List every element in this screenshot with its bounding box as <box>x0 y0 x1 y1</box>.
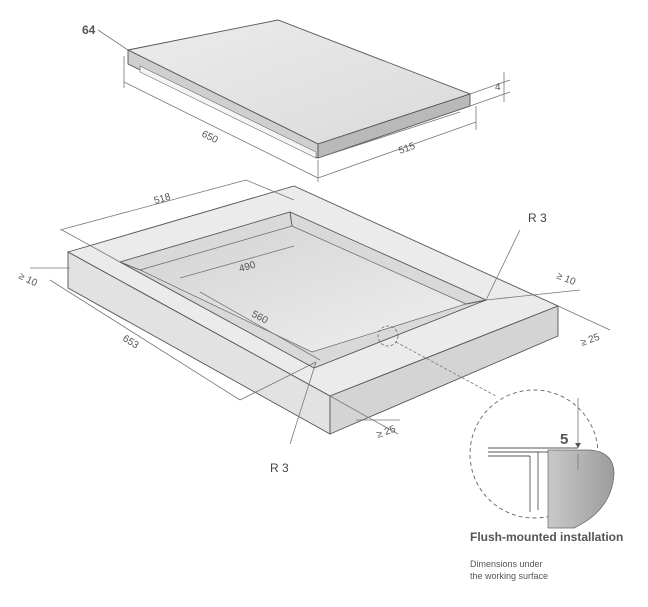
radius-label-top: R 3 <box>528 211 547 225</box>
detail-callout <box>377 325 615 529</box>
worktop-dimensions <box>30 179 611 445</box>
cooktop-dimensions <box>97 29 511 182</box>
dim-cutout-outer-width: 518 <box>153 192 172 207</box>
dim-clearance-front: ≥ 25 <box>375 424 397 441</box>
dim-cooktop-depth: 64 <box>82 23 96 37</box>
dim-flush-step: 5 <box>560 431 568 448</box>
dim-cutout-inner-width: 490 <box>238 260 257 275</box>
cooktop-panel <box>126 19 472 159</box>
worktop <box>66 185 560 435</box>
dim-cooktop-length: 650 <box>200 129 220 146</box>
dim-clearance-right: ≥ 10 <box>555 271 578 289</box>
dim-cutout-outer-length: 653 <box>120 333 140 351</box>
caption-subtitle-line-1: Dimensions under <box>470 559 543 569</box>
caption-subtitle-line-2: the working surface <box>470 571 549 581</box>
dim-cooktop-thickness: 4 <box>495 82 501 93</box>
dim-clearance-right-lower: ≥ 25 <box>579 332 601 349</box>
countertop-section <box>547 449 615 529</box>
caption-subtitle: Dimensions under the working surface <box>470 558 610 582</box>
cooktop-underside <box>139 65 317 159</box>
caption-title: Flush-mounted installation <box>470 530 624 544</box>
detail-marker-small <box>377 325 399 347</box>
worktop-right-side <box>329 305 559 435</box>
dim-cooktop-width: 515 <box>397 141 417 157</box>
radius-label-bottom: R 3 <box>270 461 289 475</box>
dim-clearance-left: ≥ 10 <box>17 271 40 290</box>
